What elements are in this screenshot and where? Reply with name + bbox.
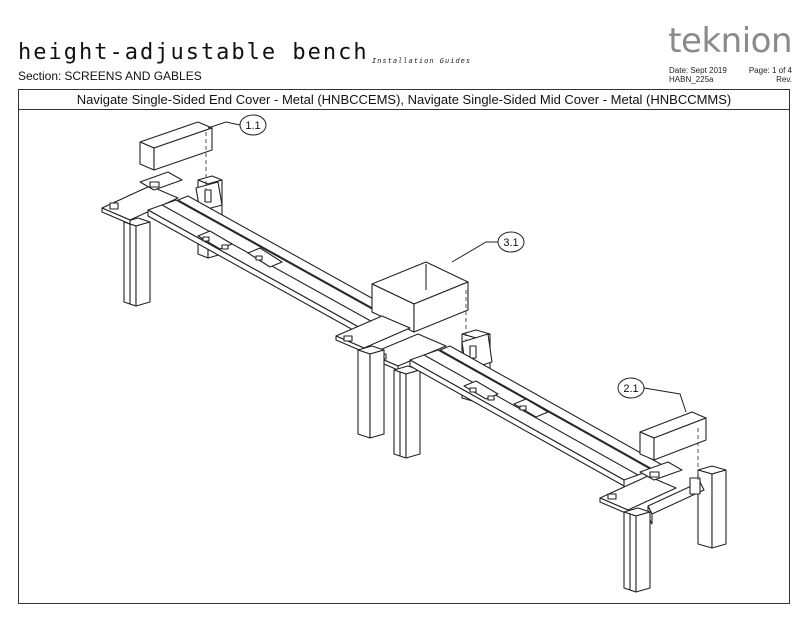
end-cover-1-1 bbox=[139, 121, 213, 171]
section-line: Section:SCREENS AND GABLES bbox=[18, 69, 202, 83]
power-module-left bbox=[197, 230, 283, 268]
leader-3-1 bbox=[451, 241, 500, 263]
callout-1-1: 1.1 bbox=[239, 114, 267, 136]
frame-title: Navigate Single-Sided End Cover - Metal … bbox=[19, 90, 789, 110]
page-number: Page: 1 of 4 bbox=[748, 66, 792, 75]
end-cover-2-1 bbox=[639, 411, 707, 461]
document-title: height-adjustable bench bbox=[18, 40, 369, 65]
leg-left-front bbox=[123, 217, 151, 307]
power-module-right bbox=[463, 380, 549, 418]
leader-1-1 bbox=[207, 121, 241, 129]
callout-label-3-1: 3.1 bbox=[503, 237, 518, 249]
section-label: Section: bbox=[18, 69, 62, 83]
leg-right-front bbox=[623, 507, 651, 593]
document-subtitle: Installation Guides bbox=[372, 57, 472, 65]
rail-right-back bbox=[439, 345, 665, 471]
callout-2-1: 2.1 bbox=[617, 377, 645, 399]
section-value: SCREENS AND GABLES bbox=[64, 69, 202, 83]
leg-center-front-a bbox=[357, 345, 385, 439]
document-code: HABN_225a bbox=[669, 75, 714, 84]
mid-cover-3-1 bbox=[371, 261, 469, 333]
rail-right bbox=[409, 349, 653, 487]
leader-2-1 bbox=[643, 387, 687, 413]
date-text: Date: Sept 2019 bbox=[669, 66, 727, 75]
drawing-frame: Navigate Single-Sided End Cover - Metal … bbox=[18, 89, 790, 604]
foot-plate-center bbox=[335, 315, 447, 371]
rail-left bbox=[147, 199, 393, 337]
foot-plate-right bbox=[599, 461, 683, 515]
leg-right-rear bbox=[697, 465, 727, 549]
rail-left-back bbox=[177, 195, 405, 321]
callout-label-2-1: 2.1 bbox=[623, 383, 638, 395]
leg-center-front-b bbox=[393, 365, 421, 459]
callout-3-1: 3.1 bbox=[497, 231, 525, 253]
brand-logo: teknion bbox=[668, 21, 792, 61]
foot-plate-left bbox=[101, 171, 183, 225]
callout-label-1-1: 1.1 bbox=[245, 120, 260, 132]
revision-text: Rev. bbox=[776, 75, 792, 84]
